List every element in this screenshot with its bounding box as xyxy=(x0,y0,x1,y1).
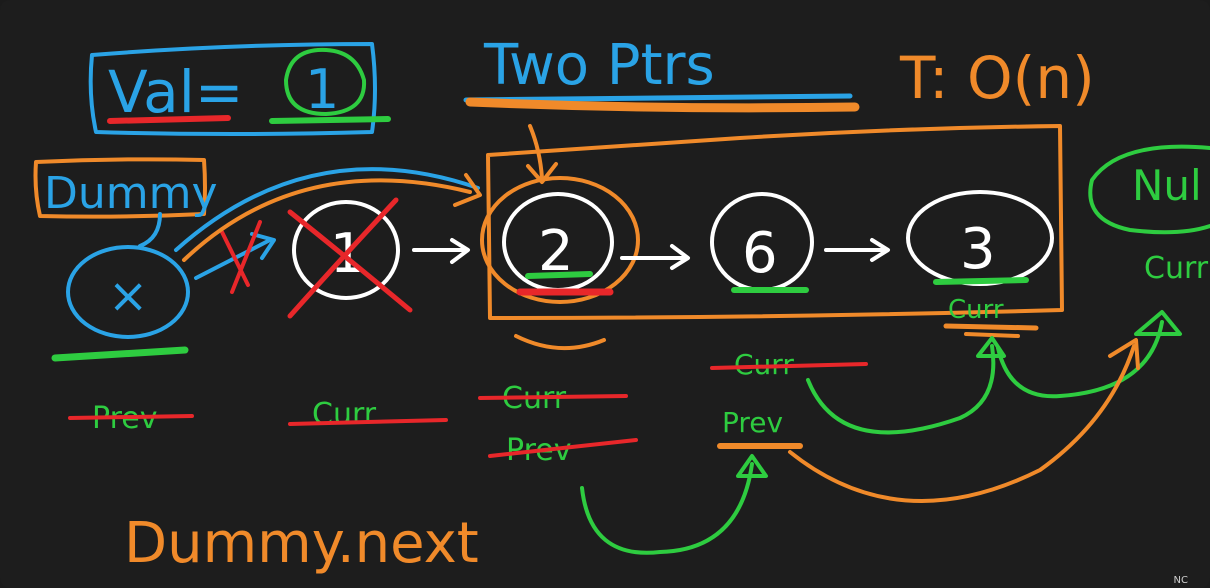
node-6-value: 6 xyxy=(742,221,778,286)
dummy-box: Dummy xyxy=(33,157,218,248)
curr-under-node3: Curr xyxy=(943,295,1039,338)
arrow-2-6 xyxy=(620,244,690,270)
arrow-6-3 xyxy=(824,238,890,262)
val-label: Val= xyxy=(108,58,243,126)
dummy-label: Dummy xyxy=(44,168,218,219)
null-label: Nul xyxy=(1132,161,1202,210)
val-circle xyxy=(284,47,367,116)
list-node-1: 1 xyxy=(287,197,413,319)
pointer-labels: Prev Curr Curr Prev Curr Prev xyxy=(68,334,868,468)
node2-underline-arc xyxy=(514,334,606,351)
window-frame xyxy=(486,124,1064,320)
complexity-label: T: O(n) xyxy=(899,44,1095,112)
list-node-6: 6 xyxy=(710,192,814,293)
pointer-down-arrow xyxy=(526,124,558,184)
title: Two Ptrs xyxy=(483,33,715,98)
null-node: Nul Curr xyxy=(1088,144,1210,286)
val-box: Val= 1 xyxy=(88,42,391,136)
curr-active-label: Curr xyxy=(948,295,1004,325)
bypass-arrow xyxy=(174,167,482,262)
list-node-3: 3 xyxy=(906,190,1054,286)
dummy-node: × xyxy=(51,245,190,362)
curr-right-label: Curr xyxy=(1144,251,1209,286)
list-node-2: 2 xyxy=(480,176,640,304)
dummy-to-node1-arrow xyxy=(194,220,276,294)
arrow-1-2 xyxy=(412,238,470,264)
val-value: 1 xyxy=(305,58,339,121)
movement-arrows xyxy=(580,310,1182,555)
node-3-value: 3 xyxy=(960,217,996,282)
dummy-node-value: × xyxy=(108,268,148,324)
dummy-next-label: Dummy.next xyxy=(124,511,479,576)
watermark: NC xyxy=(1173,575,1188,586)
title-group: Two Ptrs xyxy=(463,33,860,113)
curr-struck-1: Curr xyxy=(312,397,377,432)
prev-active-label: Prev xyxy=(722,406,783,439)
